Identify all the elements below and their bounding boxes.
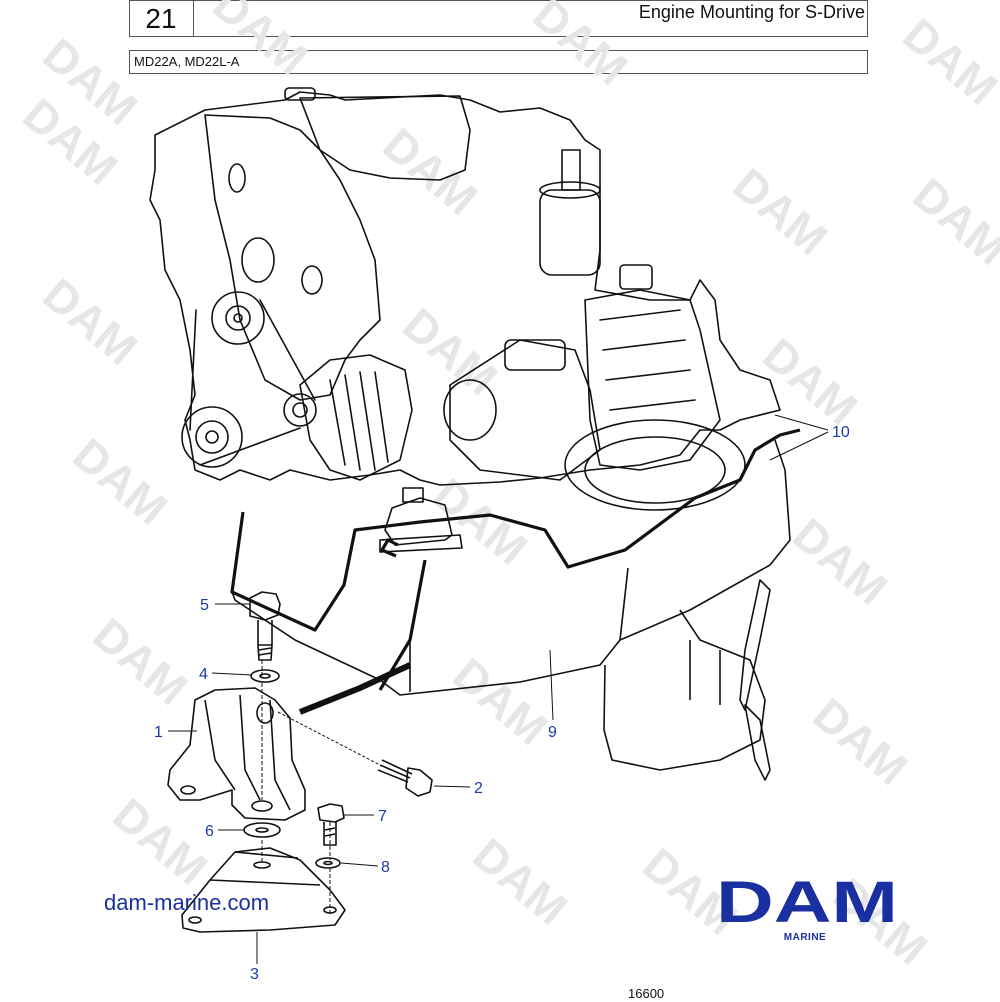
hull-body: [231, 439, 791, 696]
watermark: DAM: [34, 268, 148, 375]
watermark: DAM: [904, 168, 1000, 275]
oil-filler-cap: [284, 87, 316, 101]
callout-10: 10: [832, 424, 850, 441]
alternator: [299, 354, 413, 481]
drive-leg: [603, 609, 766, 771]
part-3-rubber-mount: [181, 847, 346, 933]
watermark: DAM: [464, 828, 578, 935]
seal-strap: [298, 662, 412, 715]
leader-2: [433, 785, 471, 788]
watermark: DAM: [444, 648, 558, 755]
engine-block: [149, 91, 781, 486]
watermark: DAM: [104, 788, 218, 895]
part-5-bolt: [249, 591, 281, 621]
watermark: DAM: [784, 508, 898, 615]
leader-8: [340, 862, 379, 867]
brand-subtitle: MARINE: [783, 932, 827, 943]
drawing-number: 16600: [628, 986, 665, 1001]
rocker-cover: [299, 95, 471, 181]
callout-1: 1: [154, 724, 163, 741]
watermark: DAM: [204, 0, 318, 85]
part-6-washer: [243, 822, 281, 838]
part-7-bolt: [317, 803, 345, 823]
cover-boss: [228, 163, 246, 193]
header-divider: [193, 0, 194, 37]
callout-2: 2: [474, 780, 483, 797]
alternator-pulley: [283, 393, 317, 427]
model-box: [129, 50, 868, 74]
header-box: [129, 0, 868, 37]
callout-7: 7: [378, 808, 387, 825]
propeller-blade: [744, 704, 771, 781]
watermark: DAM: [804, 688, 918, 795]
watermark: DAM: [524, 0, 638, 95]
leader-2-axis: [277, 711, 381, 766]
watermark: DAM: [64, 428, 178, 535]
callout-3: 3: [250, 966, 259, 983]
watermark-layer: DAM DAM DAM DAM DAM DAM DAM DAM DAM DAM …: [14, 0, 1000, 975]
drive-flange: [564, 419, 746, 511]
leader-4: [211, 672, 253, 676]
timing-cover: [204, 114, 381, 401]
hull-cutout: [380, 538, 399, 558]
fuel-filter: [539, 189, 601, 276]
propeller-blade: [739, 579, 771, 711]
cover-boss: [241, 237, 275, 283]
page-number: 21: [145, 3, 177, 34]
callout-6: 6: [205, 823, 214, 840]
leader-10: [769, 414, 829, 461]
page-title: Engine Mounting for S-Drive: [638, 2, 865, 22]
site-url: dam-marine.com: [104, 890, 270, 915]
callout-5: 5: [200, 597, 209, 614]
flywheel-housing: [584, 289, 721, 471]
watermark: DAM: [894, 8, 1000, 115]
cover-boss: [301, 265, 323, 295]
crank-pulley: [181, 406, 243, 468]
part-8-washer: [315, 857, 341, 869]
brand-logo-text: DAM: [716, 876, 898, 926]
leader-9: [549, 649, 554, 721]
callout-9: 9: [548, 724, 557, 741]
watermark: DAM: [84, 608, 198, 715]
engine-bed: [230, 428, 801, 632]
engine-mount-top: [384, 497, 453, 546]
callout-4: 4: [199, 666, 208, 683]
water-pump-pulley: [211, 291, 265, 345]
callout-8: 8: [381, 859, 390, 876]
brand-logo: DAM: [716, 876, 898, 926]
model-list: MD22A, MD22L-A: [134, 54, 240, 69]
axis-line: [261, 660, 331, 915]
part-1-bracket: [167, 687, 306, 821]
part-4-washer: [250, 669, 280, 683]
watermark: DAM: [724, 158, 838, 265]
drive-belt: [189, 299, 316, 466]
oil-dipstick-cap: [619, 264, 653, 290]
